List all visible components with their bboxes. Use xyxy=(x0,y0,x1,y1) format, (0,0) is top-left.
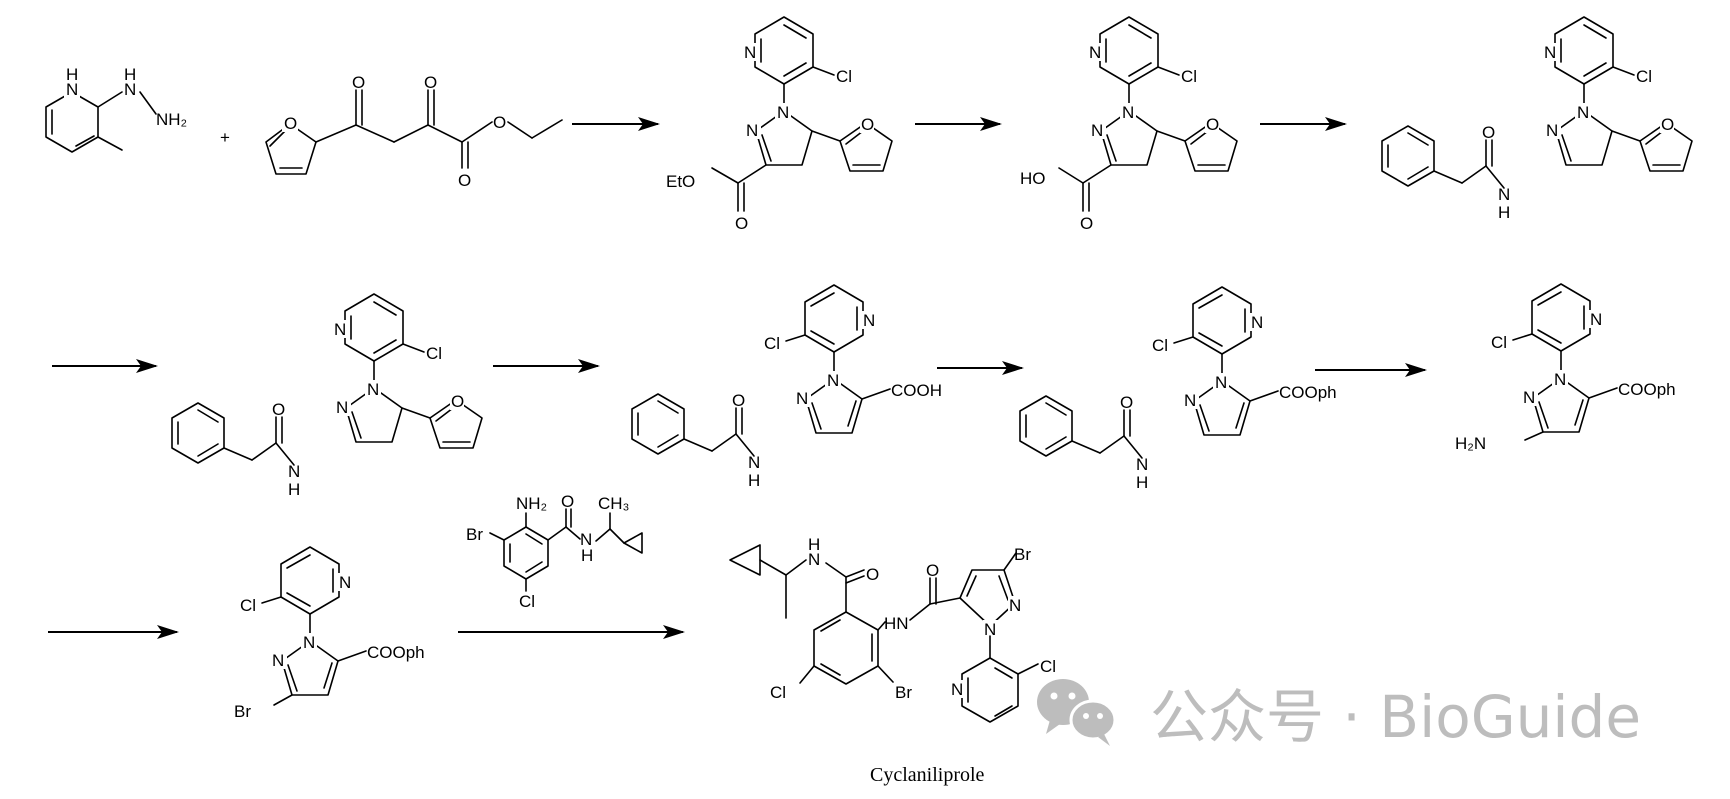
hydroxyl-label: HO xyxy=(1020,169,1046,188)
ester-carbonyl-oxygen-label: O xyxy=(458,171,471,190)
product-cyclaniliprole: N H O Cl Br HN O Br N N C xyxy=(729,535,1056,723)
reagent-bromo-label: Br xyxy=(466,525,483,544)
reagent-methyl-label: CH₃ xyxy=(598,494,629,513)
intermediate-pyrazole-acid: COOH xyxy=(631,284,942,491)
reactant-hydrazinylpyridine: N H N H NH₂ xyxy=(45,65,187,153)
product-amide1-nitrogen-label: N xyxy=(808,550,820,569)
ring-hydrogen-label: H xyxy=(66,65,78,84)
phenyl-ester-label: COOph xyxy=(1279,383,1337,402)
product-pyridine-nitrogen-label: N xyxy=(951,680,963,699)
product-amide2-label: HN xyxy=(884,614,909,633)
phenyl-ester-label: COOph xyxy=(367,643,425,662)
intermediate-phenylacetamide-furyl-2 xyxy=(171,293,483,500)
intermediate-phenylacetamide-furyl xyxy=(1381,16,1693,223)
ethoxy-label: EtO xyxy=(666,172,695,191)
product-amide1-hydrogen-label: H xyxy=(808,535,820,554)
watermark: 公众号 · BioGuide xyxy=(1037,679,1641,751)
reagent-aminobenzamide: NH₂ Br Cl O N H CH₃ xyxy=(466,492,643,611)
product-chloro-label: Cl xyxy=(770,683,786,702)
amino-label: NH₂ xyxy=(156,110,187,129)
reagent-chloro-label: Cl xyxy=(519,592,535,611)
reagent-amino-label: NH₂ xyxy=(516,494,547,513)
hydrazine-hydrogen-label: H xyxy=(124,65,136,84)
ring-nitrogen-label: N xyxy=(66,80,78,99)
intermediate-ethyl-ester: EtO O xyxy=(666,16,893,233)
reagent-amide-nitrogen-label: N xyxy=(580,530,592,549)
product-name-caption: Cyclaniliprole xyxy=(870,764,985,786)
product-pyrazole-bromo-label: Br xyxy=(1014,545,1031,564)
intermediate-bromopyrazole: Br COOph xyxy=(234,546,425,721)
ester-oxygen-label: O xyxy=(493,113,506,132)
ester-carbonyl-oxygen-label: O xyxy=(735,214,748,233)
acid-carbonyl-oxygen-label: O xyxy=(1080,214,1093,233)
furan-oxygen-label: O xyxy=(284,114,297,133)
ketone-oxygen-label: O xyxy=(352,73,365,92)
hydrazine-nitrogen-label: N xyxy=(124,80,136,99)
reactant-furyl-dioxobutanoate: O O O O O xyxy=(265,73,563,190)
wechat-icon xyxy=(1037,679,1117,746)
product-pyrazole-n2-label: N xyxy=(1009,596,1021,615)
product-bromo-label: Br xyxy=(895,683,912,702)
product-carbonyl2-oxygen-label: O xyxy=(926,561,939,580)
product-pyridine-chloro-label: Cl xyxy=(1040,657,1056,676)
product-pyrazole-n1-label: N xyxy=(984,620,996,639)
intermediate-aminopyrazole: H₂N COOph xyxy=(1455,283,1676,453)
intermediate-pyrazole-phenyl-ester: COOph xyxy=(1019,286,1337,493)
reagent-carbonyl-oxygen-label: O xyxy=(561,492,574,511)
ketone-oxygen-2-label: O xyxy=(424,73,437,92)
carboxylic-acid-label: COOH xyxy=(891,381,942,400)
plus-sign: + xyxy=(220,128,230,147)
watermark-text: 公众号 · BioGuide xyxy=(1150,683,1641,751)
amine-label: H₂N xyxy=(1455,434,1486,453)
product-carbonyl1-oxygen-label: O xyxy=(866,565,879,584)
intermediate-carboxylic-acid: HO O xyxy=(1020,16,1238,233)
bromo-label: Br xyxy=(234,702,251,721)
reagent-amide-hydrogen-label: H xyxy=(581,546,593,565)
phenyl-ester-label: COOph xyxy=(1618,380,1676,399)
